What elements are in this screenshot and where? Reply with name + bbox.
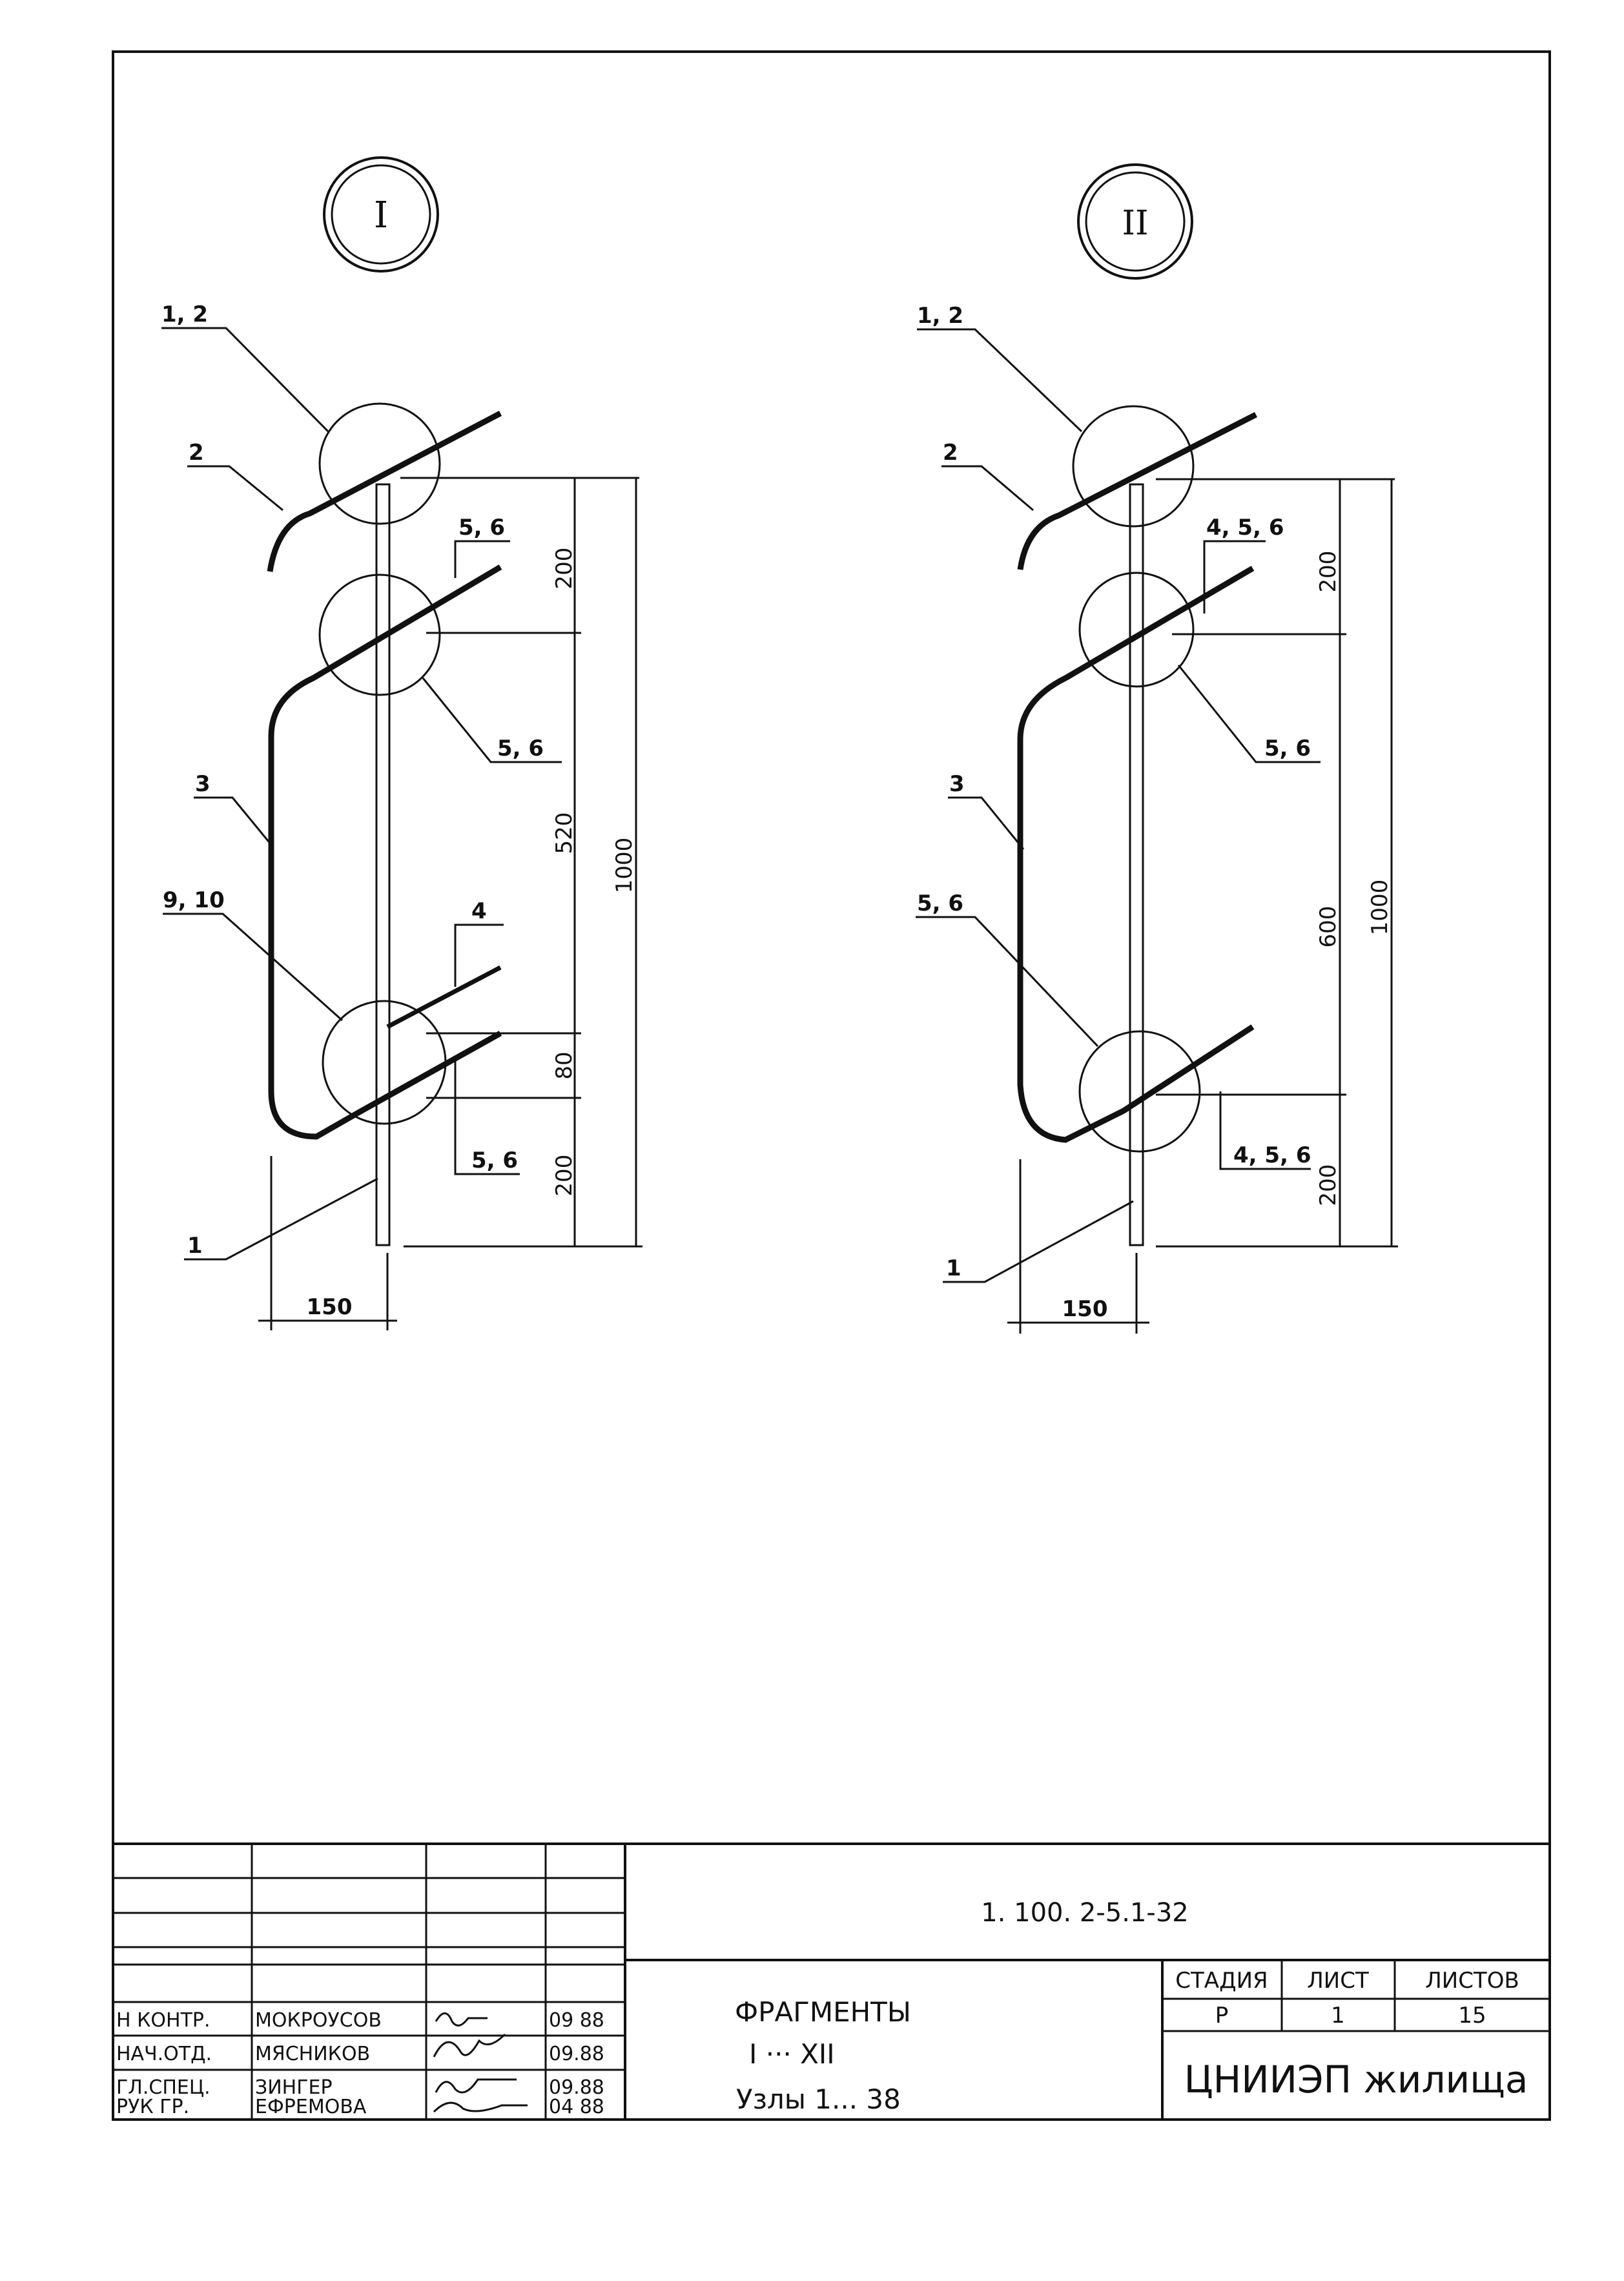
leader-top <box>161 327 329 433</box>
handwritten-signature <box>433 2101 528 2113</box>
node-circle-mid <box>318 573 441 696</box>
fragment-I-marker-inner <box>331 164 431 265</box>
fragment-I-id: I <box>374 194 388 236</box>
bar-4 <box>386 965 502 1029</box>
label-loop: 3 <box>949 771 965 797</box>
node-circle-mid <box>1078 572 1195 688</box>
label-rail: 2 <box>189 440 204 466</box>
sig-name: МОКРОУСОВ <box>255 2009 382 2032</box>
leader-post <box>943 1200 1134 1283</box>
sheets-value: 15 <box>1458 2003 1486 2028</box>
fragment-II-id: II <box>1122 204 1148 243</box>
handwritten-signature <box>435 2012 488 2027</box>
leader-post <box>184 1177 378 1261</box>
sheet-frame <box>112 50 1551 2121</box>
stage-value: Р <box>1215 2003 1229 2028</box>
leader-loop <box>194 796 272 845</box>
label-mid-down: 5, 6 <box>1264 736 1311 761</box>
sig-name: ЗИНГЕР <box>255 2076 333 2099</box>
organization: ЦНИИЭП жилища <box>1184 2058 1528 2101</box>
leader-lower-down <box>1219 1091 1311 1170</box>
handwritten-signature <box>433 2033 506 2058</box>
sig-date: 04 88 <box>549 2096 604 2118</box>
label-mid-up: 4, 5, 6 <box>1206 515 1284 541</box>
label-lower-down: 5, 6 <box>471 1148 518 1173</box>
sig-name: ЕФРЕМОВА <box>255 2096 367 2118</box>
label-post: 1 <box>946 1255 961 1281</box>
leader-mid-up <box>454 540 510 578</box>
dim-bottom: 200 <box>551 1155 577 1197</box>
loop-bar-3 <box>268 564 502 1140</box>
label-lower-right: 4 <box>471 898 487 924</box>
dim-mid: 600 <box>1315 906 1341 948</box>
label-mid-up: 5, 6 <box>458 515 505 541</box>
sig-date: 09 88 <box>549 2009 604 2032</box>
fragment-I: I 1, 2 2 5, 6 5, 6 3 9, 10 4 5, 6 1 <box>161 156 642 1330</box>
leader-rail <box>941 465 1034 511</box>
leader-mid-up <box>1203 540 1266 614</box>
fragment-II: II 1, 2 2 4, 5, 6 5, 6 3 5, 6 4, 5, 6 1 … <box>916 163 1398 1334</box>
sig-role: ГЛ.СПЕЦ. <box>116 2076 211 2099</box>
sig-date: 09.88 <box>549 2043 604 2065</box>
fragment-I-marker-outer <box>323 156 439 273</box>
dim-mid: 520 <box>551 812 577 854</box>
leader-lower-up <box>916 916 1099 1048</box>
label-lower-up: 9, 10 <box>163 887 225 913</box>
label-top: 1, 2 <box>917 303 963 329</box>
label-lower-down: 4, 5, 6 <box>1233 1142 1311 1168</box>
leader-rail <box>187 465 283 511</box>
dim-width: 150 <box>307 1294 353 1320</box>
stage-header: СТАДИЯ <box>1175 1968 1268 1994</box>
leader-loop <box>948 796 1025 850</box>
sheet-header: ЛИСТ <box>1307 1968 1369 1994</box>
sig-role: НАЧ.ОТД. <box>116 2043 212 2065</box>
title-block: 1. 100. 2-5.1-32 ФРАГМЕНТЫ I ··· XII Узл… <box>113 1842 1550 2120</box>
dim-small: 80 <box>551 1051 577 1079</box>
label-post: 1 <box>187 1233 203 1259</box>
handrail-top <box>267 411 502 572</box>
title-line-3: Узлы 1... 38 <box>736 2083 901 2115</box>
sheets-header: ЛИСТОВ <box>1425 1968 1519 1994</box>
fragment-II-marker-inner <box>1085 171 1186 272</box>
designation: 1. 100. 2-5.1-32 <box>981 1898 1188 1928</box>
node-circle-low <box>1078 1030 1201 1153</box>
leader-top <box>917 328 1083 433</box>
post-1 <box>1129 483 1144 1246</box>
title-line-2: I ··· XII <box>749 2038 835 2070</box>
label-lower-up: 5, 6 <box>917 891 963 916</box>
leader-lower-right <box>454 924 504 987</box>
sig-role: РУК ГР. <box>116 2096 189 2118</box>
dim-total: 1000 <box>612 838 637 894</box>
node-circle-top <box>318 402 441 525</box>
title-line-1: ФРАГМЕНТЫ <box>735 1996 911 2028</box>
label-mid-down: 5, 6 <box>497 736 544 761</box>
sig-date: 09.88 <box>549 2076 604 2099</box>
loop-bar-3 <box>1017 566 1255 1143</box>
leader-lower-up <box>163 913 343 1022</box>
sig-role: Н КОНТР. <box>116 2009 211 2032</box>
dim-total: 1000 <box>1367 880 1393 936</box>
label-top: 1, 2 <box>161 302 208 327</box>
dim-top: 200 <box>1315 551 1341 593</box>
dim-top: 200 <box>551 548 577 590</box>
sig-name: МЯСНИКОВ <box>255 2043 370 2065</box>
node-circle-low <box>322 1000 447 1125</box>
dim-bottom: 200 <box>1315 1164 1341 1206</box>
post-1 <box>375 483 391 1246</box>
dim-width: 150 <box>1062 1296 1108 1322</box>
label-loop: 3 <box>195 771 211 797</box>
leader-mid-down <box>1177 665 1321 763</box>
sheet-value: 1 <box>1331 2003 1345 2028</box>
handrail-top <box>1017 411 1258 570</box>
handwritten-signature <box>435 2078 517 2094</box>
fragment-II-marker-outer <box>1077 163 1193 280</box>
node-circle-top <box>1072 405 1195 528</box>
label-rail: 2 <box>943 440 958 466</box>
leader-mid-down <box>422 677 562 763</box>
